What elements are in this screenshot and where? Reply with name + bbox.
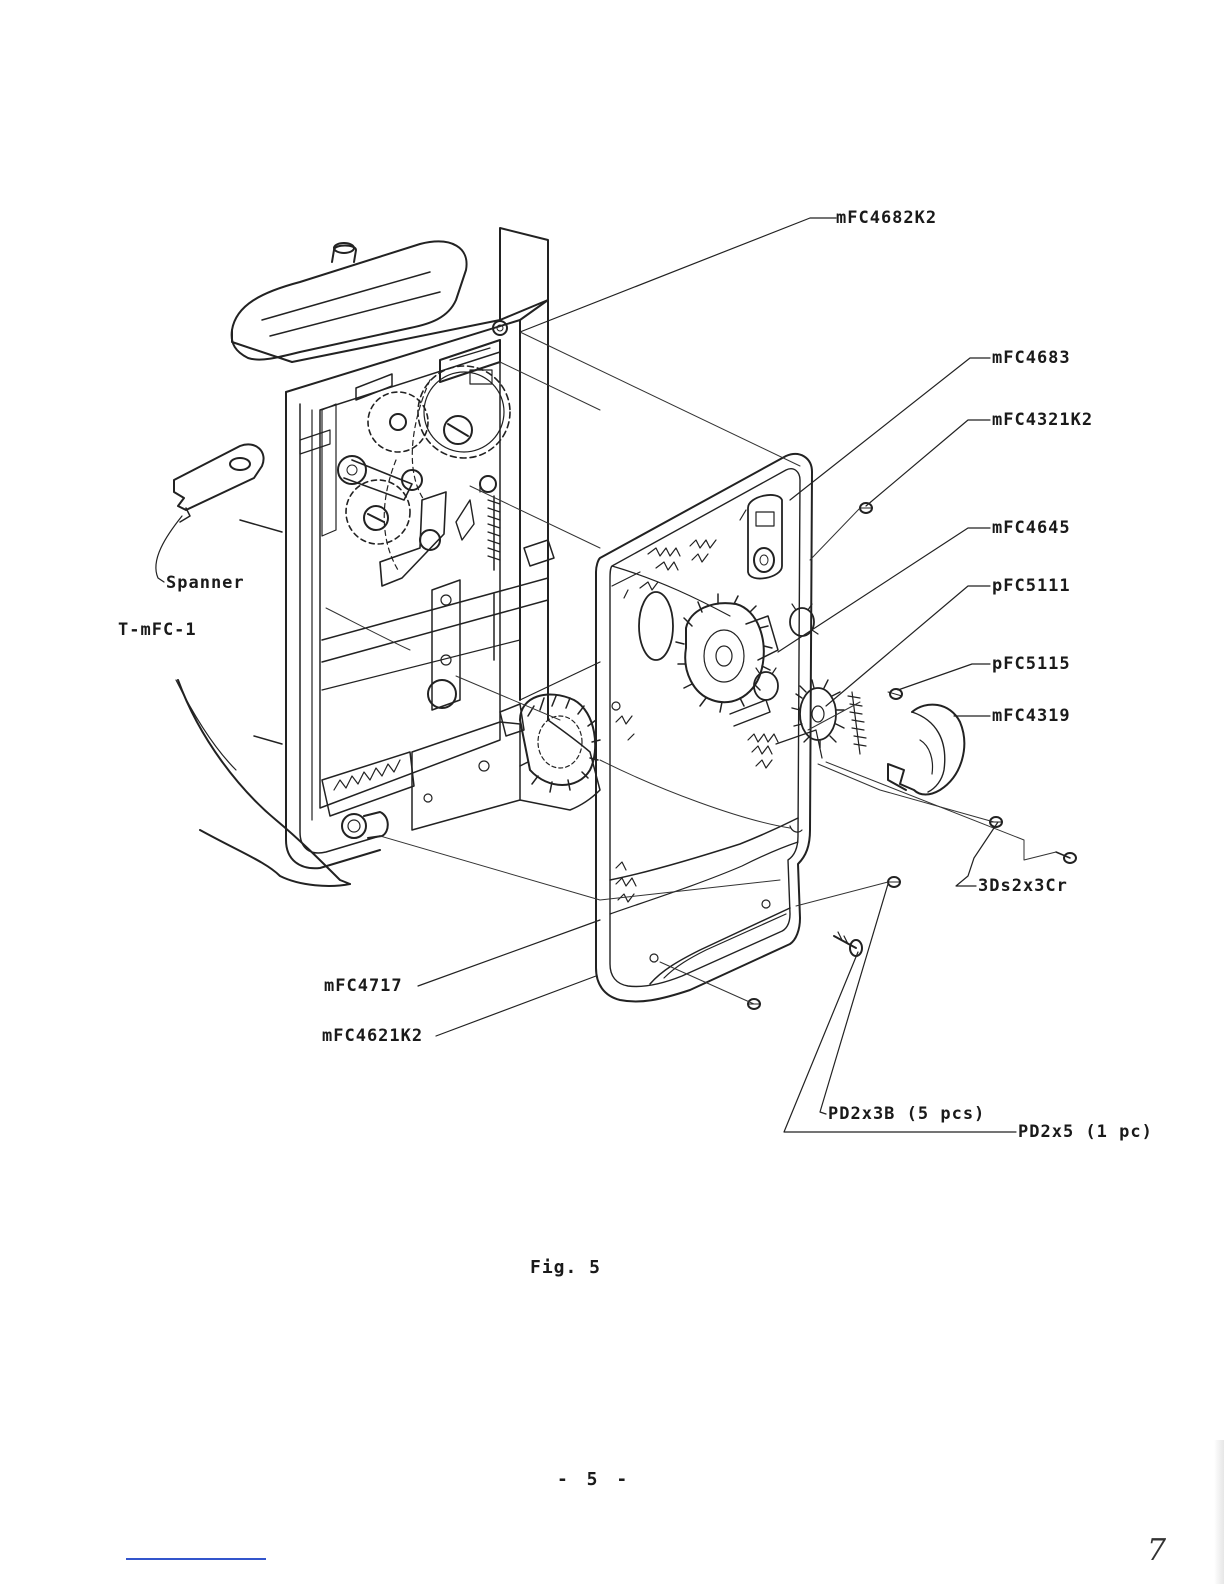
part-label-mfc4683: mFC4683 [992, 348, 1071, 368]
part-label-3ds2x3cr: 3Ds2x3Cr [978, 876, 1068, 896]
part-label-spanner: Spanner [166, 573, 245, 593]
part-label-pfc5111: pFC5111 [992, 576, 1071, 596]
assembly-lines [326, 332, 1056, 1004]
spanner-tool [174, 444, 264, 522]
footer-rule [126, 1558, 266, 1560]
part-label-mfc4717: mFC4717 [324, 976, 403, 996]
part-label-pd2x5: PD2x5 (1 pc) [1018, 1122, 1153, 1142]
side-door [596, 454, 866, 1002]
part-label-mfc4321k2: mFC4321K2 [992, 410, 1093, 430]
figure-caption: Fig. 5 [530, 1257, 601, 1278]
part-label-mfc4319: mFC4319 [992, 706, 1071, 726]
part-label-pd2x3b: PD2x3B (5 pcs) [828, 1104, 985, 1124]
wind-knob [500, 694, 600, 792]
screw-icon [888, 877, 900, 887]
leaf-spring-part [888, 705, 964, 795]
part-label-pfc5115: pFC5115 [992, 654, 1071, 674]
part-label-mfc4682k2: mFC4682K2 [836, 208, 937, 228]
screw-icon [1056, 852, 1076, 863]
part-label-mfc4645: mFC4645 [992, 518, 1071, 538]
scan-edge-shadow [1214, 1440, 1224, 1584]
screw-icon [860, 503, 872, 513]
screw-icon [888, 689, 902, 699]
camera-body [178, 228, 600, 886]
handwritten-page-mark: 7 [1147, 1533, 1166, 1568]
part-label-t-mfc-1: T-mFC-1 [118, 620, 197, 640]
part-label-mfc4621k2: mFC4621K2 [322, 1026, 423, 1046]
page-number: - 5 - [557, 1469, 631, 1490]
